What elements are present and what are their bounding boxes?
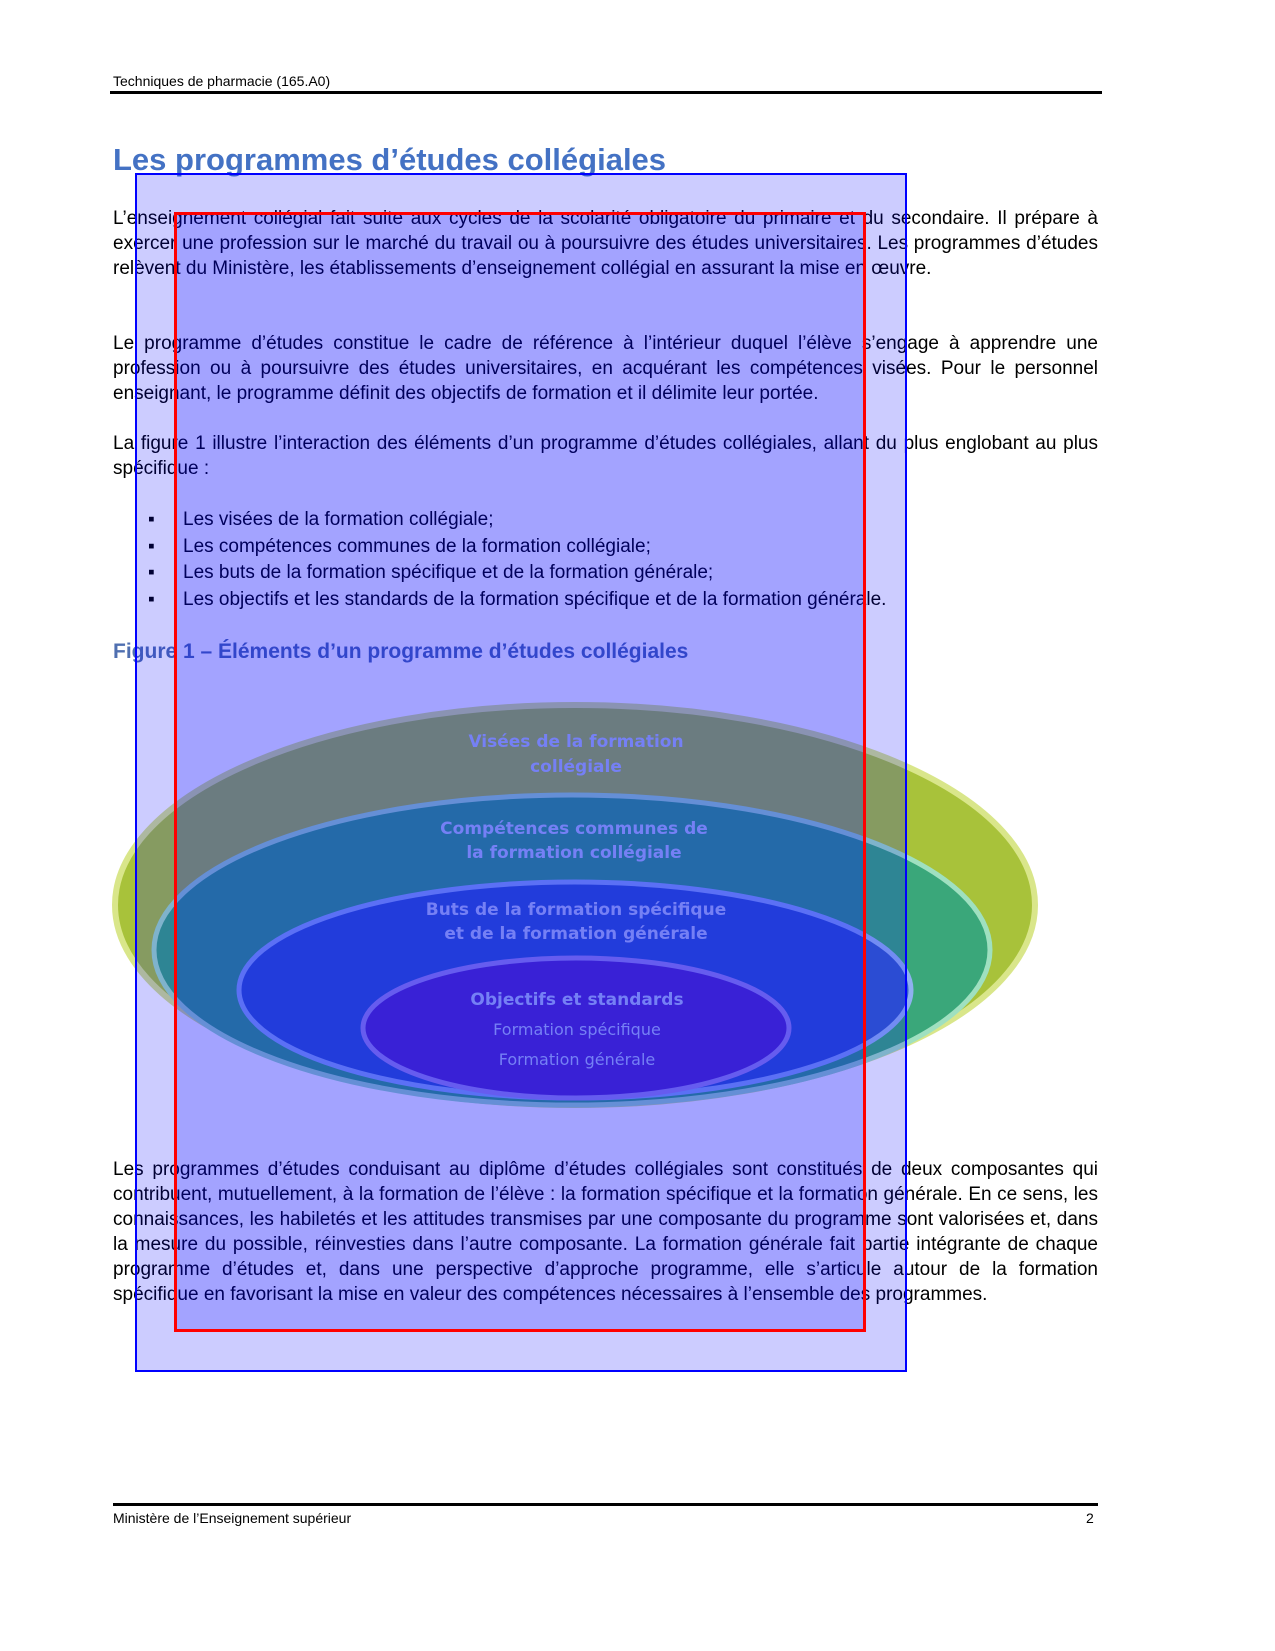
- bullet-list: Les visées de la formation collégiale; L…: [148, 507, 886, 613]
- figure-caption: Figure 1 – Éléments d’un programme d’étu…: [113, 640, 689, 663]
- layer-2-label-line2: la formation collégiale: [466, 843, 681, 863]
- layer-4-label-line1: Objectifs et standards: [470, 990, 683, 1010]
- list-item: Les visées de la formation collégiale;: [148, 507, 886, 534]
- footer-text: Ministère de l’Enseignement supérieur: [113, 1510, 352, 1526]
- page-number: 2: [1086, 1510, 1094, 1526]
- layer-2-label-line1: Compétences communes de: [440, 819, 708, 839]
- list-item: Les objectifs et les standards de la for…: [148, 587, 886, 614]
- layer-1-label-line2: collégiale: [530, 757, 622, 777]
- layer-3-label-line2: et de la formation générale: [444, 924, 707, 944]
- layer-1-label-line1: Visées de la formation: [468, 732, 683, 752]
- layer-3-label-line1: Buts de la formation spécifique: [426, 900, 726, 920]
- list-item: Les buts de la formation spécifique et d…: [148, 560, 886, 587]
- footer-rule: [113, 1503, 1098, 1506]
- paragraph-3: La figure 1 illustre l’interaction des é…: [113, 433, 1098, 479]
- paragraph-2: Le programme d’études constitue le cadre…: [113, 333, 1098, 404]
- header-rule: [110, 91, 1102, 94]
- page-title: Les programmes d’études collégiales: [113, 142, 667, 177]
- layer-4-label-line2: Formation spécifique: [493, 1020, 661, 1039]
- running-header: Techniques de pharmacie (165.A0): [113, 73, 331, 89]
- list-item: Les compétences communes de la formation…: [148, 534, 886, 561]
- layer-objectifs: [360, 955, 792, 1101]
- layer-4-label-line3: Formation générale: [499, 1050, 656, 1069]
- paragraph-closing: Les programmes d’études conduisant au di…: [113, 1159, 1098, 1305]
